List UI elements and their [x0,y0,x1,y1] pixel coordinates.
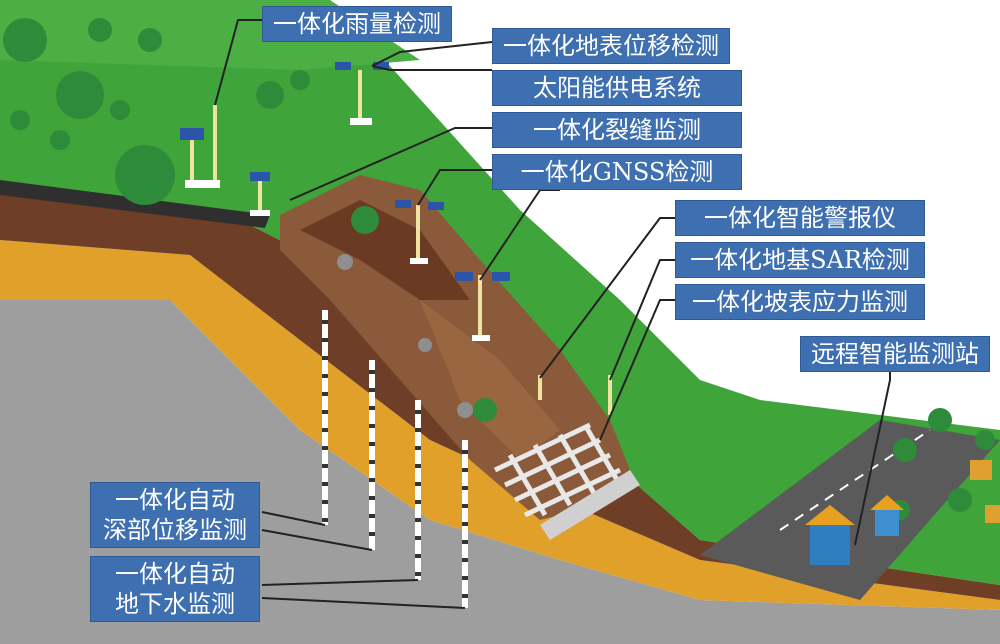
retaining-grid [493,422,623,518]
label-gnss: 一体化GNSS检测 [492,154,742,190]
instruments [190,70,612,415]
label-groundwater: 一体化自动 地下水监测 [90,556,260,622]
leader-lines [214,19,891,609]
solar-panels [180,62,510,281]
label-slope-stress: 一体化坡表应力监测 [675,284,925,320]
topsoil-edge [0,180,270,228]
label-deep-displacement: 一体化自动 深部位移监测 [90,482,260,548]
sand-layer [0,240,1000,610]
label-crack-monitor: 一体化裂缝监测 [492,112,742,148]
label-rain-gauge: 一体化雨量检测 [262,6,452,42]
label-remote-station: 远程智能监测站 [800,336,990,372]
label-ground-sar: 一体化地基SAR检测 [675,242,925,278]
houses [805,460,1000,565]
road [700,420,1000,600]
trees [3,18,995,520]
label-surface-displacement: 一体化地表位移检测 [492,28,730,64]
label-smart-alarm: 一体化智能警报仪 [675,200,925,236]
label-solar-power: 太阳能供电系统 [492,70,742,106]
